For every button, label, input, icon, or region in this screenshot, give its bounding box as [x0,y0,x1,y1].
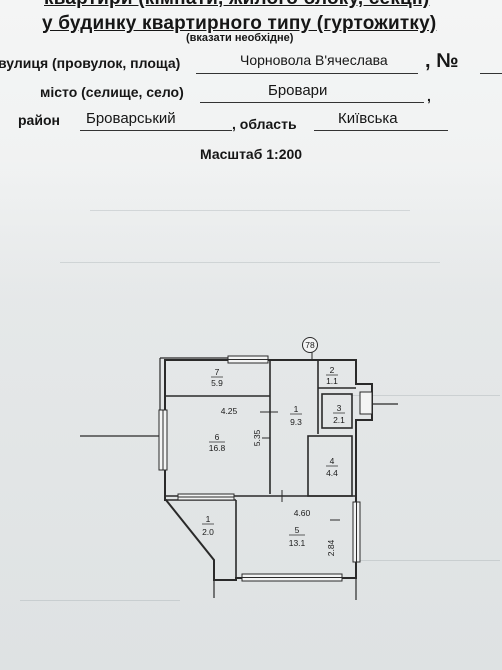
doc-header-hint: (вказати необхідне) [186,32,294,44]
bleed-through-line [60,262,440,263]
region-underline [314,130,448,131]
room-2-area: 1.1 [326,376,338,386]
window-marks [158,355,373,582]
dimension-2-84: 2.84 [326,539,336,556]
scale-label: Масштаб 1:200 [200,146,303,162]
city-comma: , [427,88,431,104]
region-value: Київська [338,110,398,127]
axis-marker-circle [302,337,318,353]
street-label: вулиця (провулок, площа) [0,55,181,71]
district-value: Броварський [86,110,176,127]
apartment-outline [164,359,373,581]
dimension-4-60: 4.60 [294,508,311,518]
axis-marker-label: 78 [305,340,315,350]
room-2-num: 2 [330,365,335,375]
bleed-through-line [20,600,180,601]
room-5-area: 13.1 [289,538,306,548]
loggia-area: 2.0 [202,527,214,537]
room-6-area: 16.8 [209,443,226,453]
room-3-num: 3 [337,403,342,413]
outer-wall [80,358,161,437]
room-5-num: 5 [295,525,300,535]
room-3-area: 2.1 [333,415,345,425]
loggia-num: 1 [206,514,211,524]
region-label: , область [232,116,297,132]
room-7-area: 5.9 [211,378,223,388]
street-value: Чорновола В'ячеслава [240,52,388,68]
doc-header-line2: у будинку квартирного типу (гуртожитку) [42,13,437,34]
room-4-num: 4 [330,456,335,466]
room-labels: 7 5.9 6 16.8 1 9.3 2 1.1 3 2.1 4 4.4 5 1… [202,365,345,548]
district-underline [80,130,232,131]
street-underline [196,73,418,74]
city-value: Бровари [268,82,328,99]
city-underline [200,102,424,103]
bleed-through-line [360,560,500,561]
house-number-underline [480,73,502,74]
bleed-through-line [350,395,500,396]
house-number-label: , № [425,50,459,72]
room-3-wall [321,393,353,429]
city-label: місто (селище, село) [40,84,184,100]
room-6-num: 6 [215,432,220,442]
bleed-through-line [90,210,410,211]
district-label: район [18,112,60,128]
room-1-num: 1 [294,404,299,414]
doc-header-line1: квартири (кімнати, жилого блоку, секції) [44,0,429,10]
room-7-num: 7 [215,367,220,377]
dimension-5-35: 5.35 [252,429,262,446]
room-1-area: 9.3 [290,417,302,427]
dimension-4-25: 4.25 [221,406,238,416]
room-4-area: 4.4 [326,468,338,478]
